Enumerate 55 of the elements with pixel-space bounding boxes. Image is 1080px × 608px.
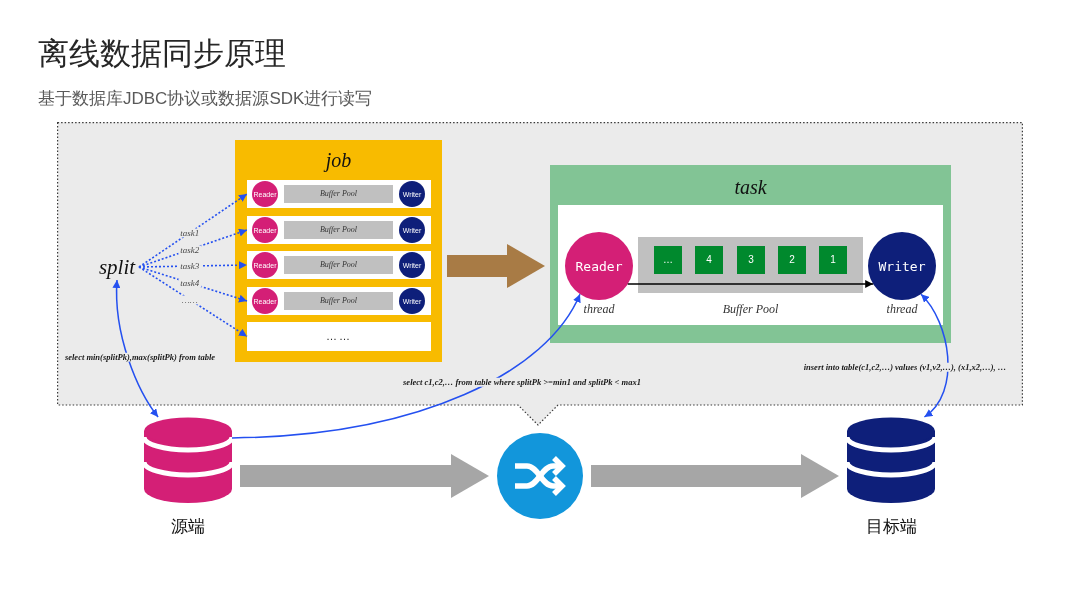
queue-number: 4 — [706, 255, 712, 265]
buffer-pool-bar — [284, 221, 393, 239]
endpoint-label: 源端 — [170, 518, 206, 535]
buffer-pool-bar — [284, 256, 393, 274]
edge-label: task1 — [178, 228, 202, 238]
buffer-pool-label: Buffer Pool — [319, 226, 358, 234]
slide-title: 离线数据同步原理 — [38, 38, 286, 69]
buffer-pool-label: Buffer Pool — [319, 190, 358, 198]
queue-cell — [654, 246, 682, 274]
channel-row — [247, 287, 431, 315]
curved-arrow — [920, 293, 949, 418]
curved-arrow — [231, 293, 581, 439]
reader-label: Reader — [575, 259, 623, 273]
block-arrow — [447, 244, 545, 288]
channel-row — [247, 216, 431, 244]
panel-title: job — [325, 150, 352, 170]
buffer-pool-label: Buffer Pool — [319, 297, 358, 305]
split-label: split — [98, 256, 136, 278]
arrow — [627, 280, 874, 288]
ellipsis-label: …… — [326, 331, 352, 342]
block-arrow — [240, 454, 489, 498]
endpoint-label: 目标端 — [864, 518, 918, 535]
channel-row — [247, 251, 431, 279]
writer-label: Writer — [878, 259, 926, 273]
inner-panel — [558, 205, 943, 325]
queue-cell — [778, 246, 806, 274]
panel-title: task — [734, 177, 767, 197]
caption-label: thread — [885, 303, 919, 315]
curved-arrow — [112, 279, 159, 418]
queue-number: 3 — [748, 255, 754, 265]
caption-label: thread — [582, 303, 616, 315]
edge-label: select c1,c2,… from table where splitPk >=min1 and splitPk < max1 — [401, 377, 643, 387]
slide-subtitle: 基于数据库JDBC协议或数据源SDK进行读写 — [38, 90, 373, 107]
edge-label: task4 — [178, 278, 202, 288]
edge-label: task3 — [178, 261, 202, 271]
buffer-pool-label: Buffer Pool — [721, 303, 780, 315]
buffer-pool-bar — [284, 185, 393, 203]
channel-row — [247, 180, 431, 208]
edge-label: select min(splitPk),max(splitPk) from table — [62, 352, 218, 362]
queue-cell — [737, 246, 765, 274]
dotted-arrow — [138, 266, 248, 338]
queue-cell — [695, 246, 723, 274]
queue-number: 2 — [789, 255, 795, 265]
edge-label: …… — [179, 295, 200, 305]
queue-number: 1 — [830, 255, 836, 265]
edge-label: insert into table(c1,c2,…) values (v1,v2,…), (x1,x2,…), … — [801, 362, 1009, 372]
task-panel — [550, 165, 951, 343]
queue-cell — [819, 246, 847, 274]
queue-number: … — [663, 255, 673, 265]
job-panel — [235, 140, 442, 362]
buffer-pool-bar — [284, 292, 393, 310]
buffer-pool-label: Buffer Pool — [319, 261, 358, 269]
block-arrow — [591, 454, 839, 499]
more-row — [247, 322, 431, 351]
edge-label: task2 — [178, 245, 202, 255]
